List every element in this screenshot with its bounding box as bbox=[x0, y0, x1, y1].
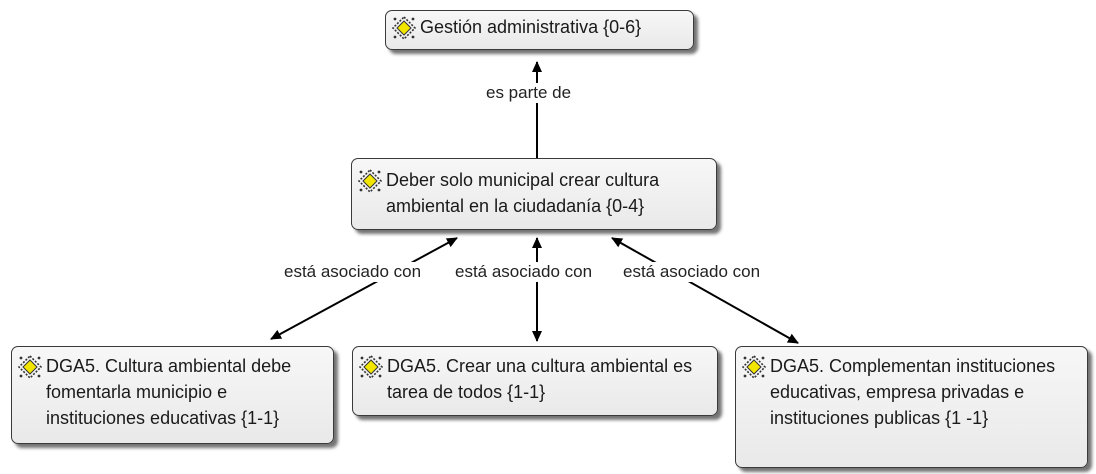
edge-label-asociado-3: está asociado con bbox=[622, 262, 762, 282]
code-node-icon bbox=[391, 15, 417, 41]
node-deber-municipal[interactable]: Deber solo municipal crear cultura ambie… bbox=[351, 158, 717, 230]
node-label: DGA5. Complementan instituciones educati… bbox=[770, 356, 1056, 428]
node-gestion-administrativa[interactable]: Gestión administrativa {0-6} bbox=[385, 10, 694, 50]
node-label: DGA5. Cultura ambiental debe fomentarla … bbox=[46, 356, 292, 428]
node-label: DGA5. Crear una cultura ambiental es tar… bbox=[387, 356, 693, 402]
edge-label-es-parte-de: es parte de bbox=[485, 83, 573, 103]
edge-asociado-3 bbox=[611, 237, 799, 344]
node-dga5-cultura-ambiental[interactable]: DGA5. Cultura ambiental debe fomentarla … bbox=[11, 346, 334, 444]
edge-label-asociado-1: está asociado con bbox=[283, 262, 423, 282]
code-node-icon bbox=[17, 354, 43, 380]
node-label: Deber solo municipal crear cultura ambie… bbox=[386, 170, 660, 216]
edge-asociado-1 bbox=[270, 237, 458, 340]
node-label: Gestión administrativa {0-6} bbox=[420, 17, 642, 37]
code-node-icon bbox=[741, 354, 767, 380]
code-node-icon bbox=[358, 354, 384, 380]
edge-label-asociado-2: está asociado con bbox=[454, 262, 594, 282]
node-dga5-complementan[interactable]: DGA5. Complementan instituciones educati… bbox=[735, 346, 1088, 468]
code-node-icon bbox=[357, 168, 383, 194]
node-dga5-crear-cultura[interactable]: DGA5. Crear una cultura ambiental es tar… bbox=[352, 346, 718, 416]
